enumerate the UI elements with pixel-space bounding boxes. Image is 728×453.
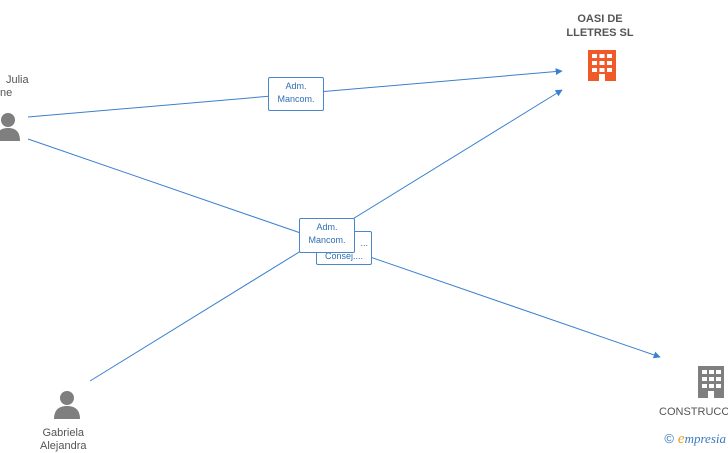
building-icon[interactable] [698, 366, 724, 398]
company-oasi-name-line2: LLETRES SL [566, 27, 634, 39]
company-construcc-label[interactable]: CONSTRUCC [659, 406, 728, 418]
building-icon[interactable] [588, 50, 616, 81]
person-gabriela-name-line1: Gabriela [42, 427, 85, 439]
copyright-icon: © [664, 431, 674, 446]
empresia-watermark: ©empresia [664, 431, 726, 448]
edge-label-adm-mancom[interactable]: Adm. Mancom. [299, 218, 355, 253]
edge-label-adm-mancom[interactable]: Adm. Mancom. [268, 77, 324, 111]
edge-label-line2: Consej.... [324, 251, 364, 261]
edge-label-line2: Mancom. [277, 94, 315, 104]
edge-label-line1: Adm. [285, 81, 307, 91]
empresia-logo-text: mpresia [684, 431, 726, 446]
empresia-logo-e: e [677, 431, 685, 447]
edge-label-line1: ... [360, 238, 368, 248]
edge-label-line2: Mancom. [308, 235, 346, 245]
person-icon[interactable] [54, 391, 80, 419]
company-oasi-name-line1: OASI DE [577, 13, 623, 25]
person-julia-name-line1: Julia [6, 74, 29, 86]
person-gabriela-label[interactable]: Gabriela Alejandra [40, 427, 86, 453]
company-oasi-label[interactable]: OASI DE LLETRES SL [550, 12, 650, 40]
edge-label-line1: Adm. [316, 222, 338, 232]
person-icon[interactable] [0, 113, 20, 141]
person-gabriela-name-line2: Alejandra [40, 440, 87, 452]
person-julia-label[interactable]: Julia ne [0, 74, 29, 100]
person-julia-name-line2: ne [0, 87, 13, 99]
